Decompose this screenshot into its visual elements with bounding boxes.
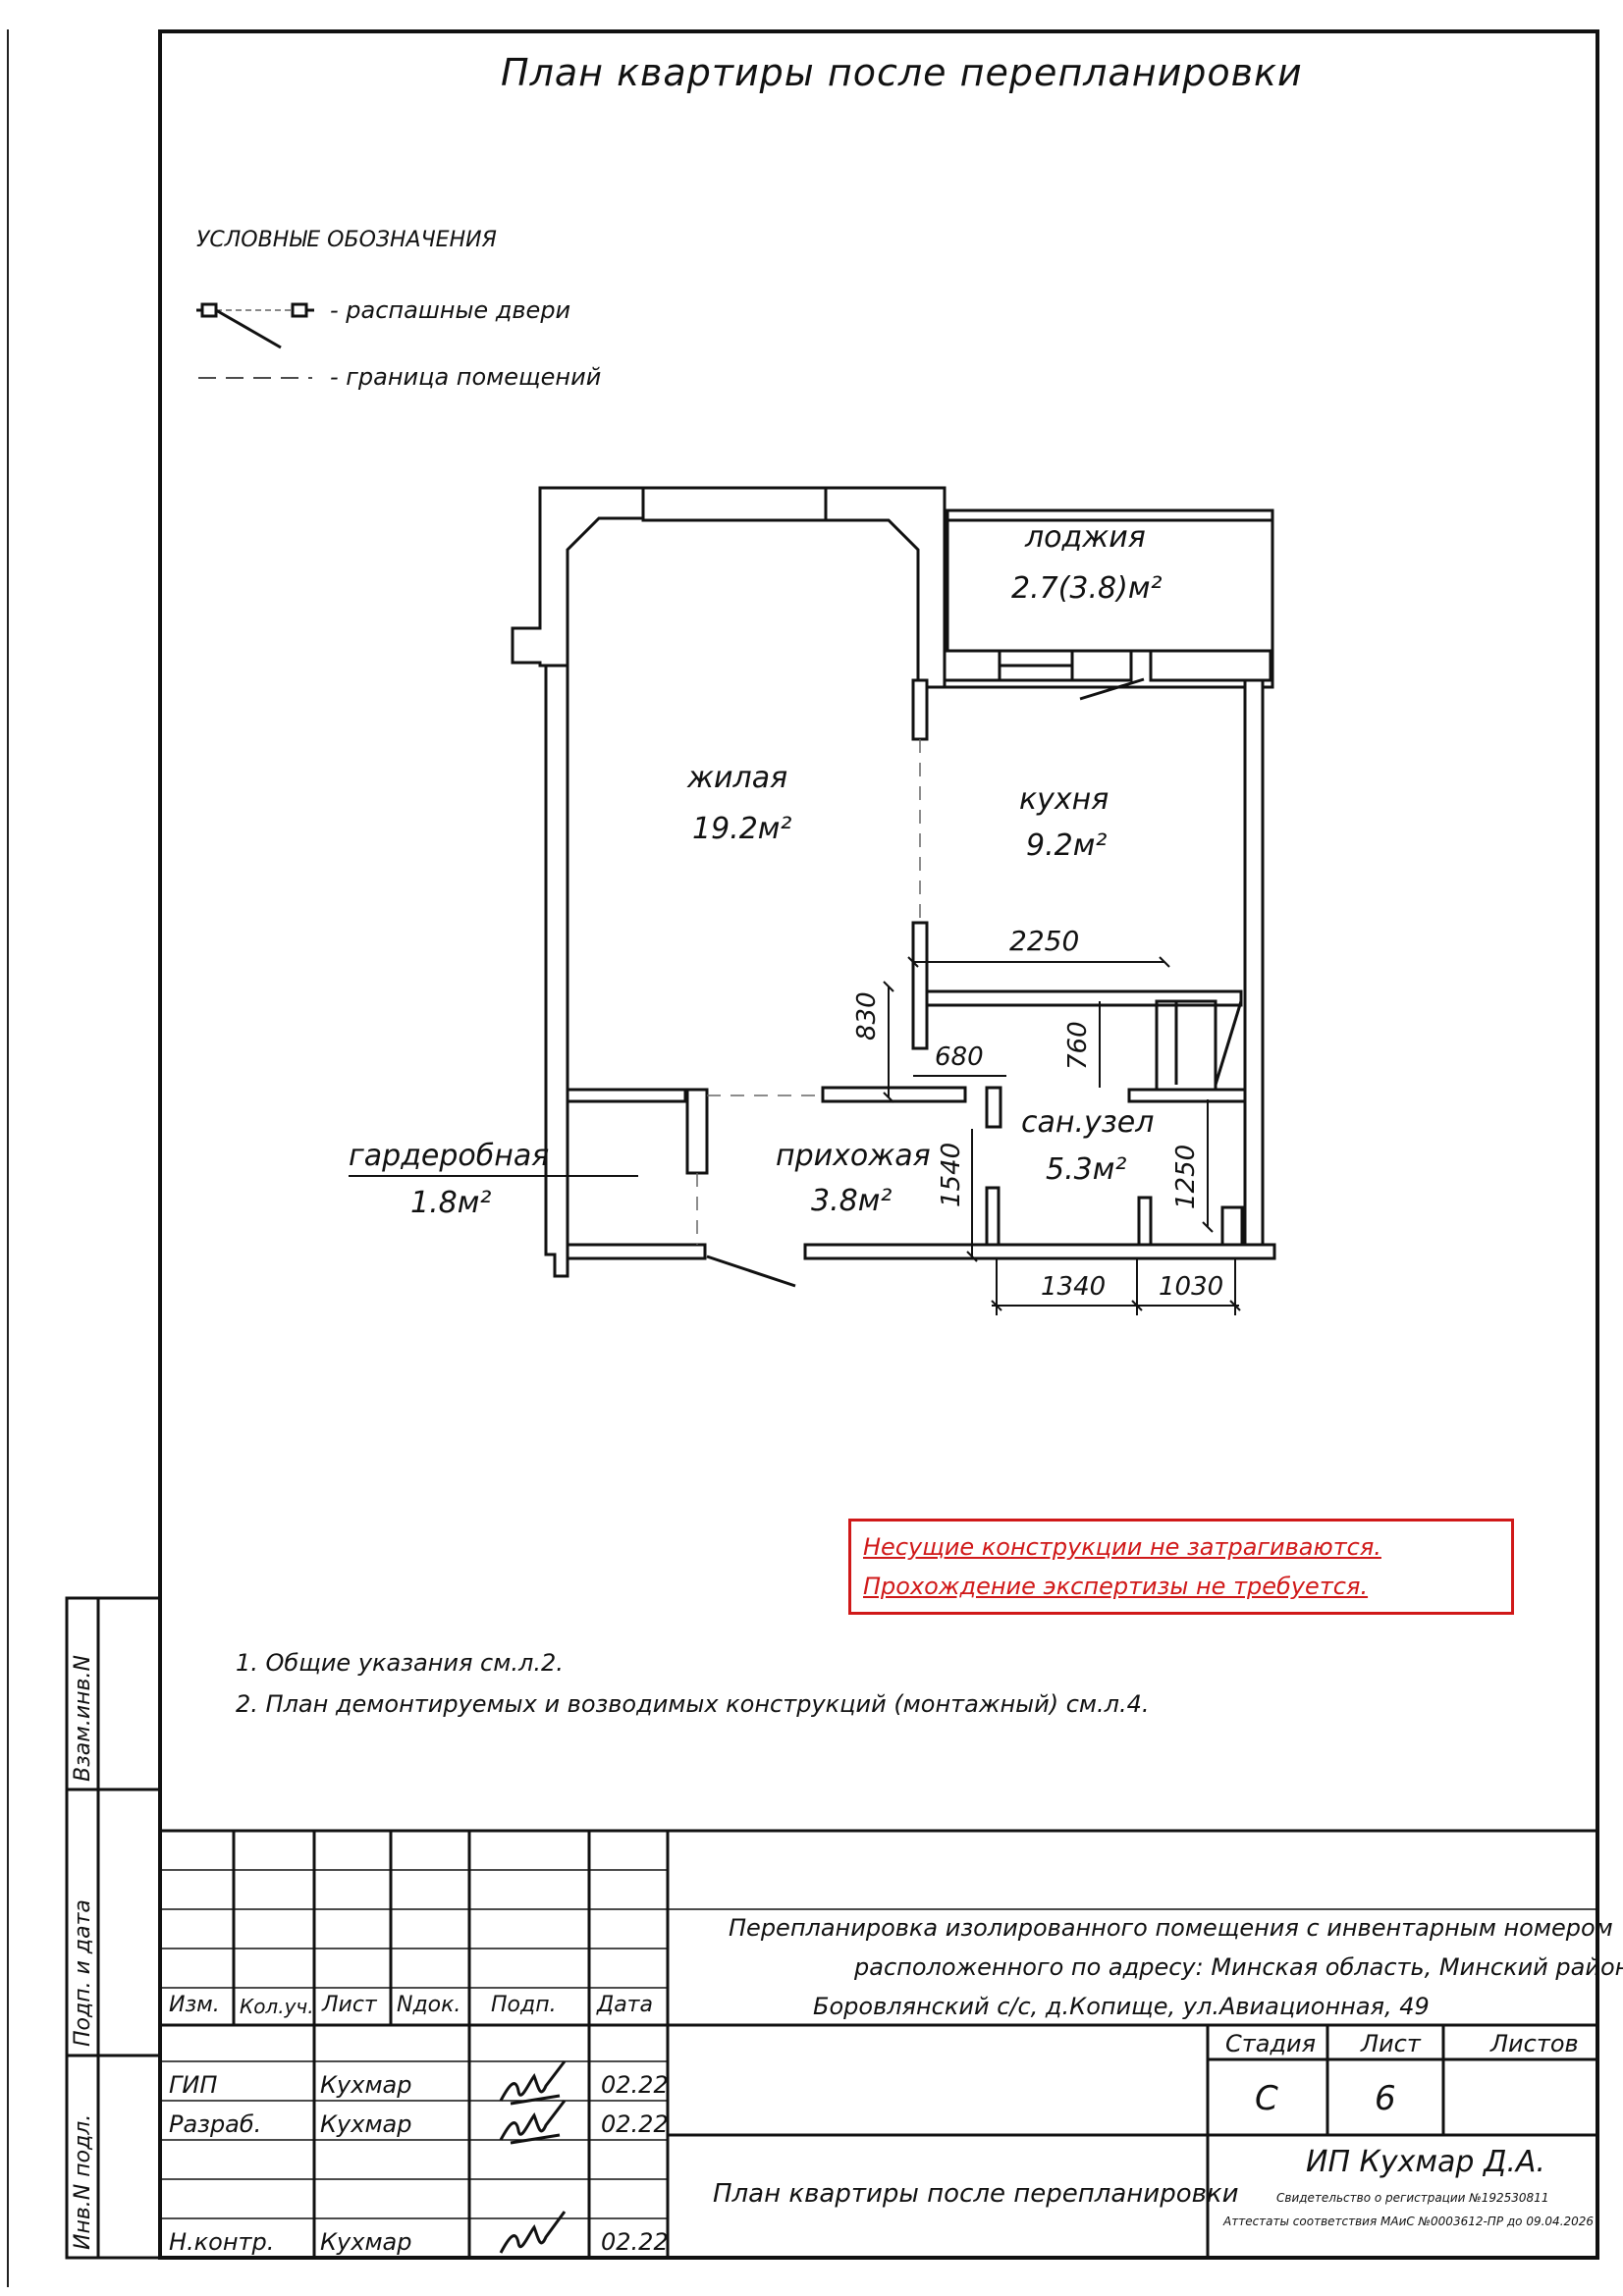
dim-1030: 1030 xyxy=(1159,1272,1224,1302)
tb-header-izm: Изм. xyxy=(169,1993,220,2017)
room-bathroom-area: 5.3м² xyxy=(1046,1152,1127,1187)
tb-date-gip: 02.22 xyxy=(601,2071,669,2099)
room-loggia-name: лоджия xyxy=(1025,520,1146,555)
room-wardrobe-area: 1.8м² xyxy=(410,1186,492,1220)
room-wardrobe-name: гардеробная xyxy=(349,1139,550,1173)
note-2: 2. План демонтируемых и возводимых конст… xyxy=(236,1690,1150,1718)
notice-box: Несущие конструкции не затрагиваются. Пр… xyxy=(848,1519,1514,1615)
room-bathroom-name: сан.узел xyxy=(1021,1105,1155,1140)
tb-role-nkontr: Н.контр. xyxy=(169,2228,275,2256)
tb-name-razrab: Кухмар xyxy=(320,2110,412,2138)
notice-text: Несущие конструкции не затрагиваются. Пр… xyxy=(863,1533,1381,1600)
signature-nkontr xyxy=(499,2211,567,2254)
tb-role-gip: ГИП xyxy=(169,2071,218,2099)
sheet-title: План квартиры после перепланировки xyxy=(501,51,1303,94)
legend-door-label: - распашные двери xyxy=(330,296,571,324)
tb-header-list: Лист xyxy=(322,1993,377,2017)
tb-role-razrab: Разраб. xyxy=(169,2110,262,2138)
project-line-1: Перепланировка изолированного помещения … xyxy=(729,1914,1613,1942)
room-hall-area: 3.8м² xyxy=(811,1184,893,1218)
boundary-line-icon xyxy=(198,377,312,379)
tb-date-razrab: 02.22 xyxy=(601,2110,669,2138)
tb-header-ndok: Nдок. xyxy=(397,1993,461,2017)
tb-stage-label: Стадия xyxy=(1225,2030,1317,2057)
legend-boundary-label: - граница помещений xyxy=(330,363,602,391)
dim-760: 760 xyxy=(1063,1021,1093,1070)
room-kitchen-name: кухня xyxy=(1019,782,1109,817)
side-vzam-label: Взам.инв.N xyxy=(71,1655,95,1782)
tb-company-line2: Аттестаты соответствия МАиС №0003612-ПР … xyxy=(1223,2215,1595,2228)
tb-header-koluch: Кол.уч. xyxy=(240,1995,314,2018)
room-living-name: жилая xyxy=(687,761,788,795)
side-podp-label: Подп. и дата xyxy=(71,1899,95,2047)
note-1: 1. Общие указания см.л.2. xyxy=(236,1649,564,1677)
signature-razrab xyxy=(499,2100,567,2145)
tb-date-nkontr: 02.22 xyxy=(601,2228,669,2256)
tb-sheets-label: Листов xyxy=(1490,2030,1579,2057)
side-inv-label: Инв.N подл. xyxy=(71,2113,95,2250)
tb-company: ИП Кухмар Д.А. xyxy=(1306,2145,1545,2179)
room-hall-name: прихожая xyxy=(776,1139,931,1173)
door-symbol-icon xyxy=(196,302,314,349)
tb-company-line1: Свидетельство о регистрации №192530811 xyxy=(1276,2191,1549,2205)
floor-plan xyxy=(349,486,1276,1315)
signature-gip xyxy=(499,2060,567,2106)
project-line-2: расположенного по адресу: Минская област… xyxy=(854,1953,1623,1981)
tb-sheet-label: Лист xyxy=(1361,2030,1421,2057)
tb-stage-value: С xyxy=(1255,2079,1278,2118)
dim-830: 830 xyxy=(852,991,882,1041)
tb-header-podp: Подп. xyxy=(491,1993,557,2017)
room-kitchen-area: 9.2м² xyxy=(1026,828,1108,863)
dim-1540: 1540 xyxy=(937,1142,966,1207)
room-living-area: 19.2м² xyxy=(692,812,792,846)
project-line-3: Боровлянский с/с, д.Копище, ул.Авиационн… xyxy=(813,1993,1430,2020)
tb-header-data: Дата xyxy=(597,1993,653,2017)
tb-sheet-value: 6 xyxy=(1375,2079,1396,2118)
dim-680: 680 xyxy=(935,1042,984,1072)
legend-heading: УСЛОВНЫЕ ОБОЗНАЧЕНИЯ xyxy=(196,228,497,252)
tb-name-nkontr: Кухмар xyxy=(320,2228,412,2256)
tb-name-gip: Кухмар xyxy=(320,2071,412,2099)
dim-2250: 2250 xyxy=(1009,925,1080,957)
tb-drawing-name: План квартиры после перепланировки xyxy=(713,2179,1239,2209)
dim-1340: 1340 xyxy=(1041,1272,1107,1302)
dim-1250: 1250 xyxy=(1171,1144,1201,1209)
room-loggia-area: 2.7(3.8)м² xyxy=(1011,571,1163,606)
